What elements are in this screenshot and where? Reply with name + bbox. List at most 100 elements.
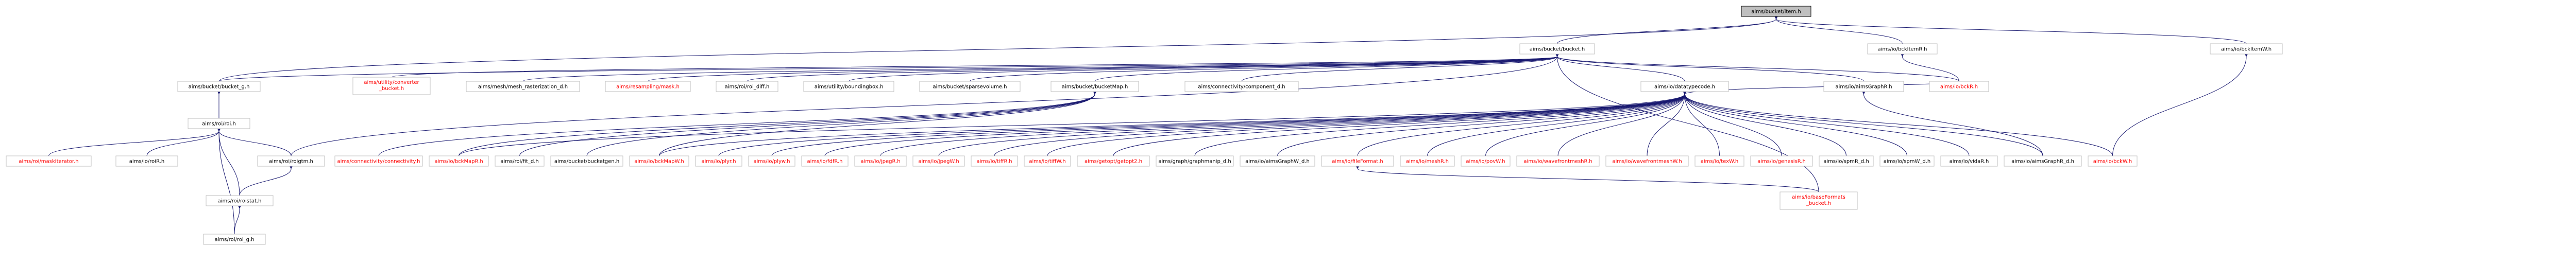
node-label: aims/roi/roi_g.h: [214, 237, 254, 243]
edge-getopt2-to-datatypecode: [1113, 91, 1687, 156]
graph-node-bbox[interactable]: aims/utility/boundingbox.h: [803, 81, 894, 92]
edge-roistat-to-roi_h: [217, 128, 240, 196]
graph-node-spmw-d[interactable]: aims/io/spmW_d.h: [1879, 155, 1935, 167]
node-box: [1780, 191, 1858, 210]
graph-node-fdfr[interactable]: aims/io/fdfR.h: [801, 155, 849, 167]
edge-bbox-to-bucket: [849, 53, 1560, 82]
node-label: aims/io/roiR.h: [129, 159, 164, 165]
graph-node-bckmapr[interactable]: aims/io/bckMapR.h: [429, 155, 489, 167]
node-box: [629, 155, 689, 167]
node-label: aims/io/genesisR.h: [1757, 159, 1806, 165]
edge-aimsGraphR_d-to-datatypecode: [1683, 91, 2043, 156]
graph-node-plyw[interactable]: aims/io/plyw.h: [748, 155, 795, 167]
edge-component_d-to-bucket: [1241, 53, 1560, 82]
graph-node-bckr[interactable]: aims/io/bckR.h: [1929, 81, 1989, 92]
graph-node-bckmapw[interactable]: aims/io/bckMapW.h: [629, 155, 689, 167]
graph-node-aimsgraphr-d[interactable]: aims/io/aimsGraphR_d.h: [2004, 155, 2082, 167]
graph-node-aimsgraphw-d[interactable]: aims/io/aimsGraphW_d.h: [1240, 155, 1315, 167]
node-label: aims/bucket/sparsevolume.h: [933, 84, 1007, 90]
graph-node-roigtm[interactable]: aims/roi/roigtm.h: [257, 155, 325, 167]
graph-node-wfmeshr[interactable]: aims/io/wavefrontmeshR.h: [1516, 155, 1600, 167]
graph-node-converter-bucket[interactable]: aims/utility/converter_bucket.h: [352, 77, 431, 95]
graph-node-roiiterator[interactable]: aims/roi/fit_d.h: [495, 155, 545, 167]
edge-plyr-to-datatypecode: [718, 91, 1687, 156]
node-box: [1940, 155, 1998, 167]
edge-tiffR-to-datatypecode: [994, 91, 1687, 156]
graph-node-povw[interactable]: aims/io/povW.h: [1461, 155, 1511, 167]
graph-node-resampling[interactable]: aims/resampling/mask.h: [605, 81, 691, 92]
graph-node-texr[interactable]: aims/io/texW.h: [1694, 155, 1744, 167]
graph-node-plyr[interactable]: aims/io/plyr.h: [695, 155, 742, 167]
node-box: [1024, 155, 1071, 167]
node-label: aims/bucket/bucketMap.h: [1062, 84, 1128, 90]
node-box: [919, 81, 1021, 92]
node-box: [1929, 81, 1989, 92]
node-box: [1694, 155, 1744, 167]
graph-node-bckitemw[interactable]: aims/io/bckItemW.h: [2210, 43, 2283, 55]
node-label: aims/io/tiffW.h: [1029, 159, 1065, 165]
graph-node-tiffw[interactable]: aims/io/tiffW.h: [1024, 155, 1071, 167]
edge-fdfR-to-datatypecode: [824, 91, 1687, 156]
graph-node-aimsgraphr[interactable]: aims/io/aimsGraphR.h: [1823, 81, 1904, 92]
node-label: aims/io/wavefrontmeshW.h: [1612, 159, 1682, 165]
graph-node-roi-g[interactable]: aims/roi/roi_g.h: [203, 234, 266, 245]
edge-bckItemR-to-root: [1774, 15, 1903, 44]
graph-node-wfmeshw[interactable]: aims/io/wavefrontmeshW.h: [1605, 155, 1689, 167]
graph-node-vidar[interactable]: aims/io/vidaR.h: [1940, 155, 1998, 167]
graph-node-bckw[interactable]: aims/io/bckW.h: [2088, 155, 2138, 167]
graph-node-conn-conn[interactable]: aims/connectivity/connectivity.h: [334, 155, 423, 167]
graph-node-tiffr[interactable]: aims/io/tiffR.h: [971, 155, 1018, 167]
graph-node-spmr-d[interactable]: aims/io/spmR_d.h: [1819, 155, 1874, 167]
edge-jpegW-to-datatypecode: [938, 91, 1687, 156]
graph-node-bucketgen[interactable]: aims/bucket/bucketgen.h: [550, 155, 623, 167]
node-box: [695, 155, 742, 167]
graph-node-getopt2[interactable]: aims/getopt/getopt2.h: [1077, 155, 1150, 167]
edge-bucket_g-to-root: [218, 15, 1778, 82]
graph-node-jpegr[interactable]: aims/io/jpegR.h: [854, 155, 907, 167]
graph-node-roistat[interactable]: aims/roi/roistat.h: [206, 195, 274, 206]
graph-node-mesh-rast[interactable]: aims/mesh/mesh_rasterization_d.h: [466, 81, 580, 92]
graph-node-roiio[interactable]: aims/io/roiR.h: [115, 155, 178, 167]
edge-roiIterator-to-bucketMap: [519, 91, 1097, 156]
node-box: [1750, 155, 1813, 167]
graph-node-meshr[interactable]: aims/io/meshR.h: [1400, 155, 1455, 167]
graph-node-root: aims/bucket/item.h: [1741, 6, 1811, 17]
node-label: aims/bucket/bucket.h: [1530, 47, 1585, 52]
node-box: [1240, 155, 1315, 167]
node-box: [550, 155, 623, 167]
graph-node-baseformats-bucket[interactable]: aims/io/baseFormats_bucket.h: [1780, 191, 1858, 210]
graph-node-sparsevol[interactable]: aims/bucket/sparsevolume.h: [919, 81, 1021, 92]
edge-datatypecode-to-bucket: [1555, 53, 1685, 82]
graph-node-bucket[interactable]: aims/bucket/bucket.h: [1519, 43, 1595, 55]
node-box: [1519, 43, 1595, 55]
node-label: aims/io/aimsGraphR.h: [1835, 84, 1892, 90]
edge-bucket-to-root: [1557, 15, 1778, 44]
node-box: [1321, 155, 1394, 167]
graph-node-roi-diff[interactable]: aims/roi/roi_diff.h: [716, 81, 778, 92]
graph-node-roi-h[interactable]: aims/roi/roi.h: [188, 118, 250, 129]
graph-node-fileformat[interactable]: aims/io/fileFormat.h: [1321, 155, 1394, 167]
graph-node-bucket-g[interactable]: aims/bucket/bucket_g.h: [177, 81, 261, 92]
graph-node-component-d[interactable]: aims/connectivity/component_d.h: [1184, 81, 1299, 92]
graph-node-datatypecode[interactable]: aims/io/datatypecode.h: [1640, 81, 1729, 92]
node-label: aims/io/povW.h: [1466, 159, 1505, 165]
node-box: [466, 81, 580, 92]
graph-node-jpegw[interactable]: aims/io/jpegW.h: [912, 155, 965, 167]
edge-meshR-to-datatypecode: [1427, 91, 1687, 156]
graph-node-bucketmap[interactable]: aims/bucket/bucketMap.h: [1050, 81, 1139, 92]
node-box: [115, 155, 178, 167]
node-box: [748, 155, 795, 167]
graph-node-maskiterator[interactable]: aims/roi/maskIterator.h: [6, 155, 92, 167]
node-label: aims/io/bckW.h: [2093, 159, 2132, 165]
graph-node-genesisr[interactable]: aims/io/genesisR.h: [1750, 155, 1813, 167]
node-label: aims/io/bckR.h: [1940, 84, 1978, 90]
edge-bckR-to-bckItemR: [1900, 53, 1959, 82]
graph-node-bckitemr[interactable]: aims/io/bckItemR.h: [1867, 43, 1938, 55]
node-box: [1077, 155, 1150, 167]
graph-node-graphmanip[interactable]: aims/graph/graphmanip_d.h: [1156, 155, 1234, 167]
node-box: [206, 195, 274, 206]
edge-bckW-to-bckItemW: [2112, 53, 2248, 156]
node-box: [2210, 43, 2283, 55]
edge-converter_bucket-to-bucket: [391, 53, 1560, 78]
node-box: [1184, 81, 1299, 92]
